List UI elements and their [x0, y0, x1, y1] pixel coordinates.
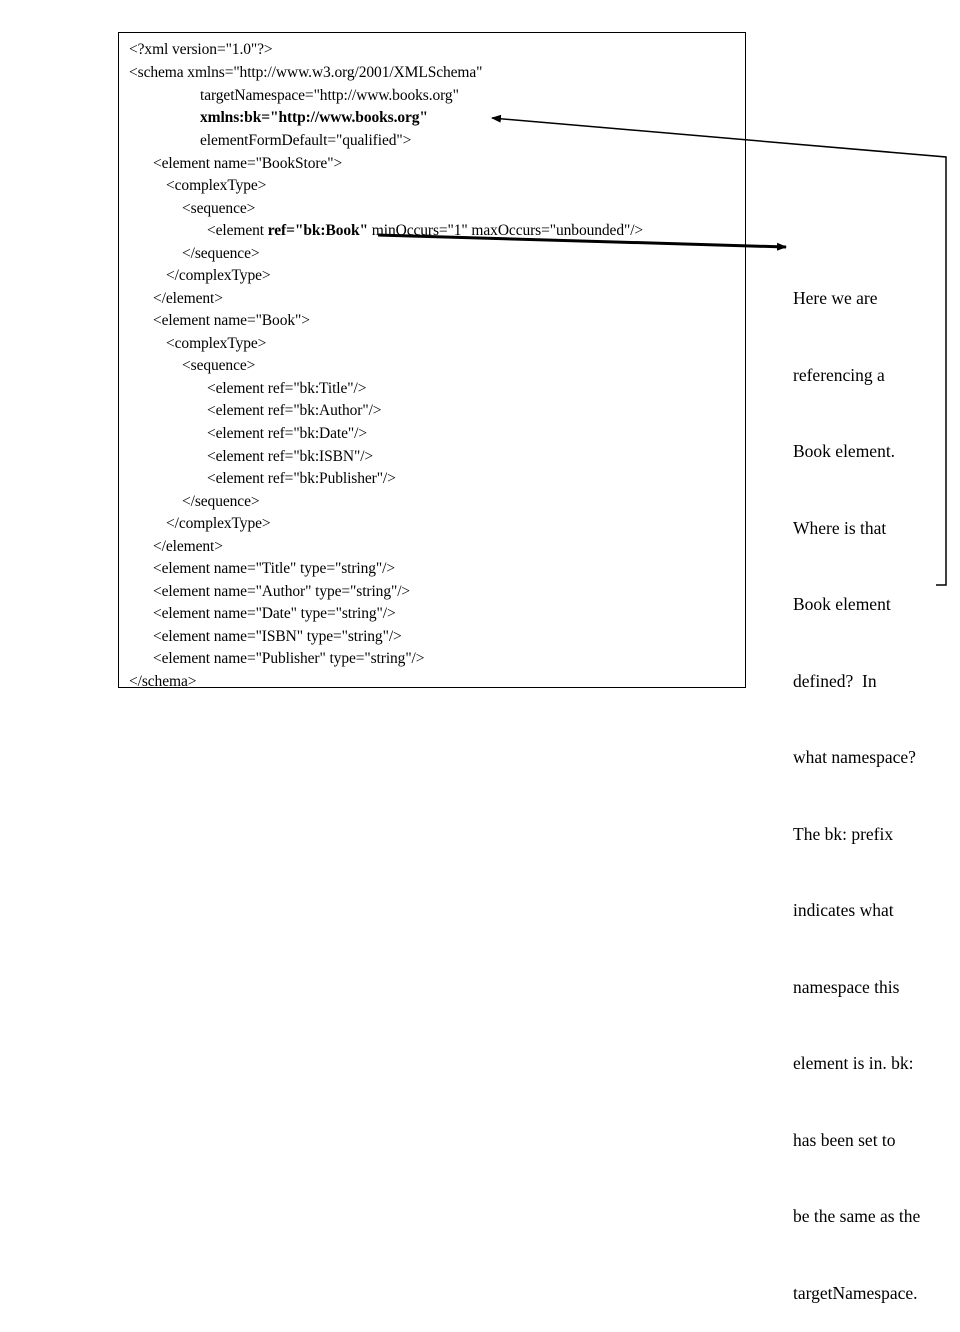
ref-arrow: [377, 233, 787, 251]
note-line: indicates what: [793, 900, 894, 920]
note-line: The bk: prefix: [793, 823, 894, 844]
code-line: <complexType>: [166, 177, 267, 194]
code-line: </complexType>: [166, 515, 271, 532]
code-line: xmlns:bk="http://www.books.org": [200, 109, 428, 126]
code-line: <element name="Date" type="string"/>: [153, 605, 396, 622]
code-line: </schema>: [129, 673, 197, 690]
code-line: </element>: [153, 290, 223, 307]
note-line: Book element.: [793, 441, 896, 461]
code-line: </sequence>: [182, 493, 260, 510]
code-line: <schema xmlns="http://www.w3.org/2001/XM…: [129, 64, 483, 81]
note-line: element is in. bk:: [793, 1053, 914, 1073]
note-line: defined? In: [793, 670, 877, 691]
note-line: namespace this: [793, 976, 900, 997]
xml-schema-code-box: <?xml version="1.0"?> <schema xmlns="htt…: [118, 32, 746, 690]
code-line: targetNamespace="http://www.books.org": [200, 87, 459, 104]
note-line: targetNamespace.: [793, 1282, 918, 1303]
note-line: Where is that: [793, 517, 887, 538]
code-line: <element name="ISBN" type="string"/>: [153, 628, 402, 645]
code-line: <element ref="bk:Author"/>: [207, 402, 382, 419]
explanation-note: Here we are referencing a Book element. …: [793, 235, 958, 1332]
code-line: <sequence>: [182, 200, 256, 217]
code-line: <element ref="bk:ISBN"/>: [207, 448, 374, 465]
annotation-arrows: [377, 114, 947, 586]
code-line: </element>: [153, 538, 223, 555]
note-line: what namespace?: [793, 747, 916, 767]
code-line: </complexType>: [166, 267, 271, 284]
code-line: </sequence>: [182, 245, 260, 262]
code-line: <complexType>: [166, 335, 267, 352]
code-line: <?xml version="1.0"?>: [129, 41, 273, 58]
note-line: be the same as the: [793, 1206, 921, 1226]
code-line: <element ref="bk:Publisher"/>: [207, 470, 396, 487]
note-line: Here we are: [793, 288, 878, 308]
code-line: <element ref="bk:Date"/>: [207, 425, 367, 442]
code-line: <element name="Author" type="string"/>: [153, 583, 411, 600]
code-line: <element name="BookStore">: [153, 155, 343, 172]
note-line: Book element: [793, 594, 891, 614]
code-line: <element name="Title" type="string"/>: [153, 560, 395, 577]
code-line: <element name="Publisher" type="string"/…: [153, 650, 425, 667]
code-line: <sequence>: [182, 357, 256, 374]
note-line: has been set to: [793, 1129, 896, 1150]
code-line: elementFormDefault="qualified">: [200, 132, 412, 149]
note-line: referencing a: [793, 364, 885, 385]
code-line: <element name="Book">: [153, 312, 310, 329]
code-line: <element ref="bk:Title"/>: [207, 380, 367, 397]
namespace-arrow: [491, 114, 947, 586]
